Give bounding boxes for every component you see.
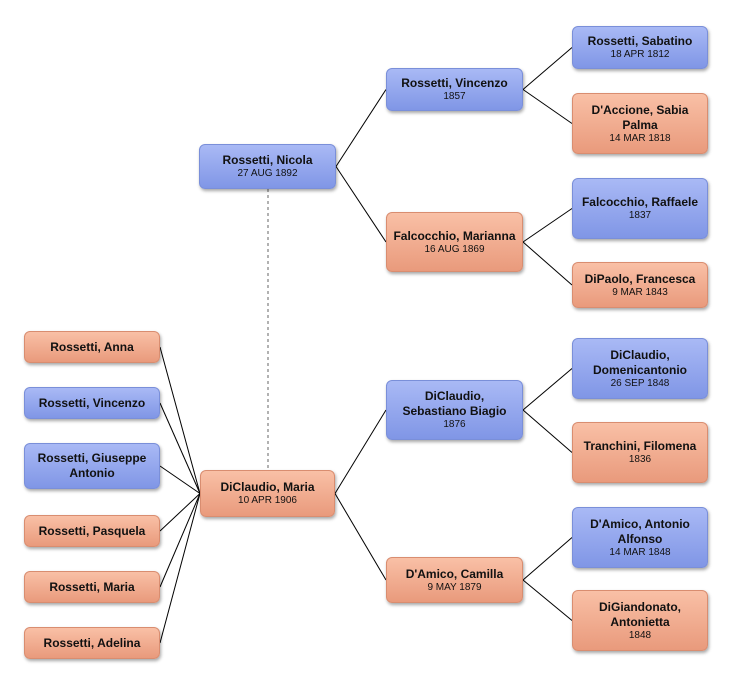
person-name: DiClaudio, Maria xyxy=(220,480,315,494)
parent-link-camilla-antonio xyxy=(522,537,573,581)
person-date: 1848 xyxy=(628,629,652,641)
person-date: 1836 xyxy=(628,454,652,465)
person-name: Rossetti, Giuseppe Antonio xyxy=(37,451,147,480)
parent-link-maria-sebastiano xyxy=(334,409,387,494)
person-name: DiClaudio, Domenicantonio xyxy=(592,347,687,377)
person-card-camilla-damico[interactable]: D'Amico, Camilla 9 MAY 1879 xyxy=(386,557,523,603)
person-name: Rossetti, Anna xyxy=(50,339,134,354)
child-card-maria-rossetti[interactable]: Rossetti, Maria xyxy=(24,571,160,603)
person-card-maria-diclaudio[interactable]: DiClaudio, Maria 10 APR 1906 xyxy=(200,470,335,517)
child-card-pasquela-rossetti[interactable]: Rossetti, Pasquela xyxy=(24,515,160,547)
child-card-vincenzo-rossetti[interactable]: Rossetti, Vincenzo xyxy=(24,387,160,419)
person-card-raffaele-falcocchio[interactable]: Falcocchio, Raffaele 1837 xyxy=(572,178,708,239)
parent-link-marianna-francesca xyxy=(522,241,573,286)
person-name: D'Amico, Antonio Alfonso xyxy=(590,516,690,546)
parent-link-nicola-marianna xyxy=(335,166,387,243)
child-link-c_adelina xyxy=(159,493,201,644)
person-date: 14 MAR 1818 xyxy=(609,132,671,144)
parent-link-nicola-vincenzo_f xyxy=(335,89,387,167)
person-name: Rossetti, Sabatino xyxy=(587,34,693,48)
person-name: D'Accione, Sabia Palma xyxy=(591,102,689,132)
person-date: 10 APR 1906 xyxy=(238,495,297,506)
parent-link-maria-camilla xyxy=(334,493,387,581)
person-card-antonietta-digiandonato[interactable]: DiGiandonato, Antonietta 1848 xyxy=(572,590,708,651)
child-link-c_pasquela xyxy=(159,493,201,532)
person-card-filomena-tranchini[interactable]: Tranchini, Filomena 1836 xyxy=(572,422,708,483)
child-link-c_maria xyxy=(159,493,201,588)
person-date: 1837 xyxy=(628,210,652,221)
person-card-nicola-rossetti[interactable]: Rossetti, Nicola 27 AUG 1892 xyxy=(199,144,336,189)
person-card-domenicantonio-diclaudio[interactable]: DiClaudio, Domenicantonio 26 SEP 1848 xyxy=(572,338,708,399)
parent-link-sebastiano-filomena xyxy=(522,409,573,453)
person-date: 14 MAR 1848 xyxy=(609,546,671,558)
person-date: 26 SEP 1848 xyxy=(610,377,670,389)
person-name: DiGiandonato, Antonietta xyxy=(599,599,681,629)
parent-link-vincenzo_f-sabatino xyxy=(522,47,573,90)
person-card-sabia-palma-daccione[interactable]: D'Accione, Sabia Palma 14 MAR 1818 xyxy=(572,93,708,154)
person-date: 9 MAY 1879 xyxy=(427,581,482,593)
person-card-vincenzo-rossetti-father[interactable]: Rossetti, Vincenzo 1857 xyxy=(386,68,523,111)
child-card-adelina-rossetti[interactable]: Rossetti, Adelina xyxy=(24,627,160,659)
person-card-francesca-dipaolo[interactable]: DiPaolo, Francesca 9 MAR 1843 xyxy=(572,262,708,308)
person-name: Rossetti, Pasquela xyxy=(38,523,146,538)
person-name: Rossetti, Nicola xyxy=(222,153,313,167)
child-card-giuseppe-antonio-rossetti[interactable]: Rossetti, Giuseppe Antonio xyxy=(24,443,160,489)
person-date: 18 APR 1812 xyxy=(610,49,670,60)
parent-link-marianna-raffaele xyxy=(522,208,573,243)
person-name: Rossetti, Vincenzo xyxy=(38,395,146,410)
parent-link-camilla-antonietta xyxy=(522,579,573,621)
child-link-c_vincenzo xyxy=(159,402,201,494)
child-link-c_anna xyxy=(159,346,201,494)
child-link-c_giuseppe xyxy=(159,465,201,494)
parent-link-vincenzo_f-sabia xyxy=(522,89,573,124)
person-date: 1876 xyxy=(443,419,466,430)
person-card-sebastiano-diclaudio[interactable]: DiClaudio, Sebastiano Biagio 1876 xyxy=(386,380,523,440)
person-name: Falcocchio, Marianna xyxy=(393,228,516,243)
child-card-anna-rossetti[interactable]: Rossetti, Anna xyxy=(24,331,160,363)
person-name: Rossetti, Adelina xyxy=(43,635,141,650)
parent-link-sebastiano-domenico xyxy=(522,368,573,411)
person-name: Rossetti, Vincenzo xyxy=(401,76,508,90)
person-date: 16 AUG 1869 xyxy=(424,243,485,255)
person-date: 9 MAR 1843 xyxy=(612,286,668,298)
person-name: D'Amico, Camilla xyxy=(405,566,504,581)
person-name: Rossetti, Maria xyxy=(49,579,135,594)
person-name: Tranchini, Filomena xyxy=(583,439,697,453)
person-card-sabatino-rossetti[interactable]: Rossetti, Sabatino 18 APR 1812 xyxy=(572,26,708,69)
person-date: 1857 xyxy=(443,91,466,102)
person-name: DiClaudio, Sebastiano Biagio xyxy=(402,389,507,418)
person-date: 27 AUG 1892 xyxy=(237,168,298,179)
person-name: DiPaolo, Francesca xyxy=(584,271,696,286)
person-name: Falcocchio, Raffaele xyxy=(581,195,699,209)
person-card-marianna-falcocchio[interactable]: Falcocchio, Marianna 16 AUG 1869 xyxy=(386,212,523,272)
person-card-antonio-alfonso-damico[interactable]: D'Amico, Antonio Alfonso 14 MAR 1848 xyxy=(572,507,708,568)
